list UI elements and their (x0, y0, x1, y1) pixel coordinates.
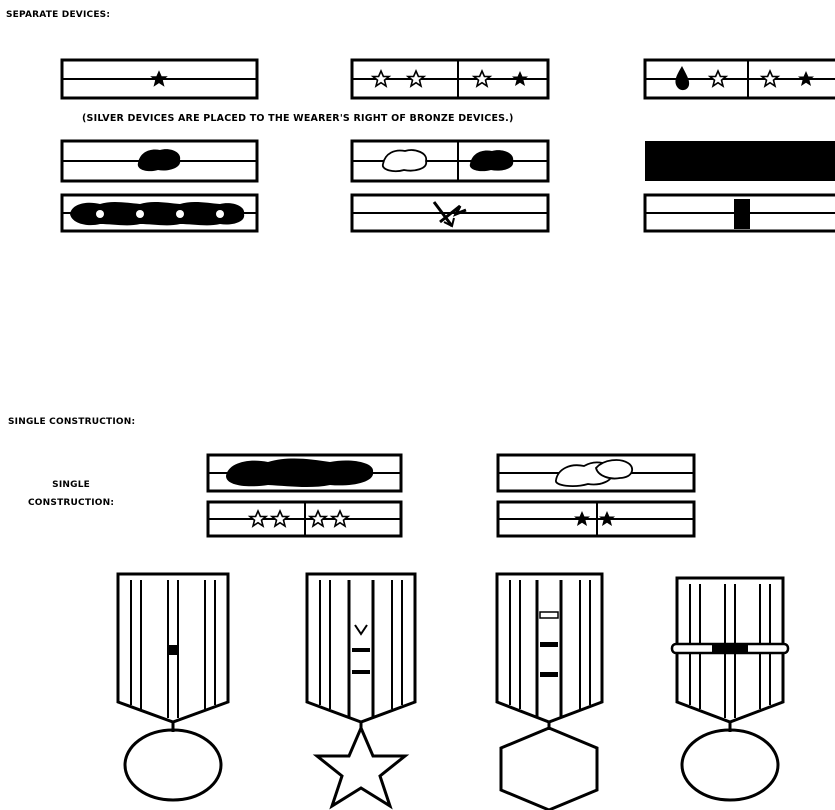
medal-circle-pendant-bar (670, 576, 790, 802)
medal-device-icon (169, 645, 177, 655)
silver-star-icon (407, 70, 425, 87)
hexagon-pendant-icon (499, 726, 599, 810)
silver-star-icon (249, 510, 267, 527)
ribbon-single-star (60, 58, 259, 100)
silver-star-icon (271, 510, 289, 527)
ribbon-center-block (643, 193, 835, 233)
ribbon-arrowhead (350, 193, 550, 233)
drop-icon (675, 66, 690, 91)
single-label-line-1: SINGLE (52, 480, 90, 490)
bronze-oak-leaf-icon (469, 150, 514, 172)
silver-oak-leaf-icon (382, 149, 427, 173)
silver-star-icon (473, 70, 491, 87)
single-ribbon-oak-leaves (206, 453, 403, 493)
silver-star-icon (761, 70, 779, 87)
single-label-line-2: CONSTRUCTION: (28, 498, 115, 508)
separate-devices-heading: SEPARATE DEVICES: (6, 10, 111, 20)
ribbon-drop-and-stars (643, 58, 835, 100)
medal-v-device-icon (354, 624, 368, 636)
silver-star-icon (372, 70, 390, 87)
ribbon-multiple-oak-leaves (60, 193, 259, 233)
ribbon-single-oak-leaf (60, 139, 259, 183)
oak-leaf-cluster-icon (226, 458, 374, 488)
single-ribbon-silver-stars (206, 500, 403, 538)
ribbon-solid-dark (645, 141, 835, 181)
single-construction-heading: SINGLE CONSTRUCTION: (8, 417, 136, 427)
single-ribbon-silver-oak-leaves (496, 453, 696, 493)
silver-star-icon (331, 510, 349, 527)
block-device-icon (734, 199, 750, 229)
single-ribbon-bronze-stars (496, 500, 696, 538)
silver-star-icon (309, 510, 327, 527)
circle-pendant-icon (680, 728, 780, 802)
ribbon-stars-silver-bronze (350, 58, 550, 100)
silver-bronze-note: (SILVER DEVICES ARE PLACED TO THE WEARER… (82, 113, 514, 124)
medal-hexagon-pendant (495, 572, 604, 810)
star-pendant-icon (312, 724, 410, 810)
ribbon-silver-bronze-oak-leaf (350, 139, 550, 183)
oak-leaf-row-icon (70, 201, 245, 226)
arrowhead-icon (432, 201, 467, 227)
oak-leaf-cluster-icon (137, 149, 181, 172)
silver-star-icon (709, 70, 727, 87)
single-construction-side-label: SINGLE CONSTRUCTION: (28, 476, 114, 512)
medal-star-pendant (305, 572, 417, 810)
medal-circle-pendant (116, 572, 230, 802)
circle-pendant-icon (123, 728, 223, 802)
